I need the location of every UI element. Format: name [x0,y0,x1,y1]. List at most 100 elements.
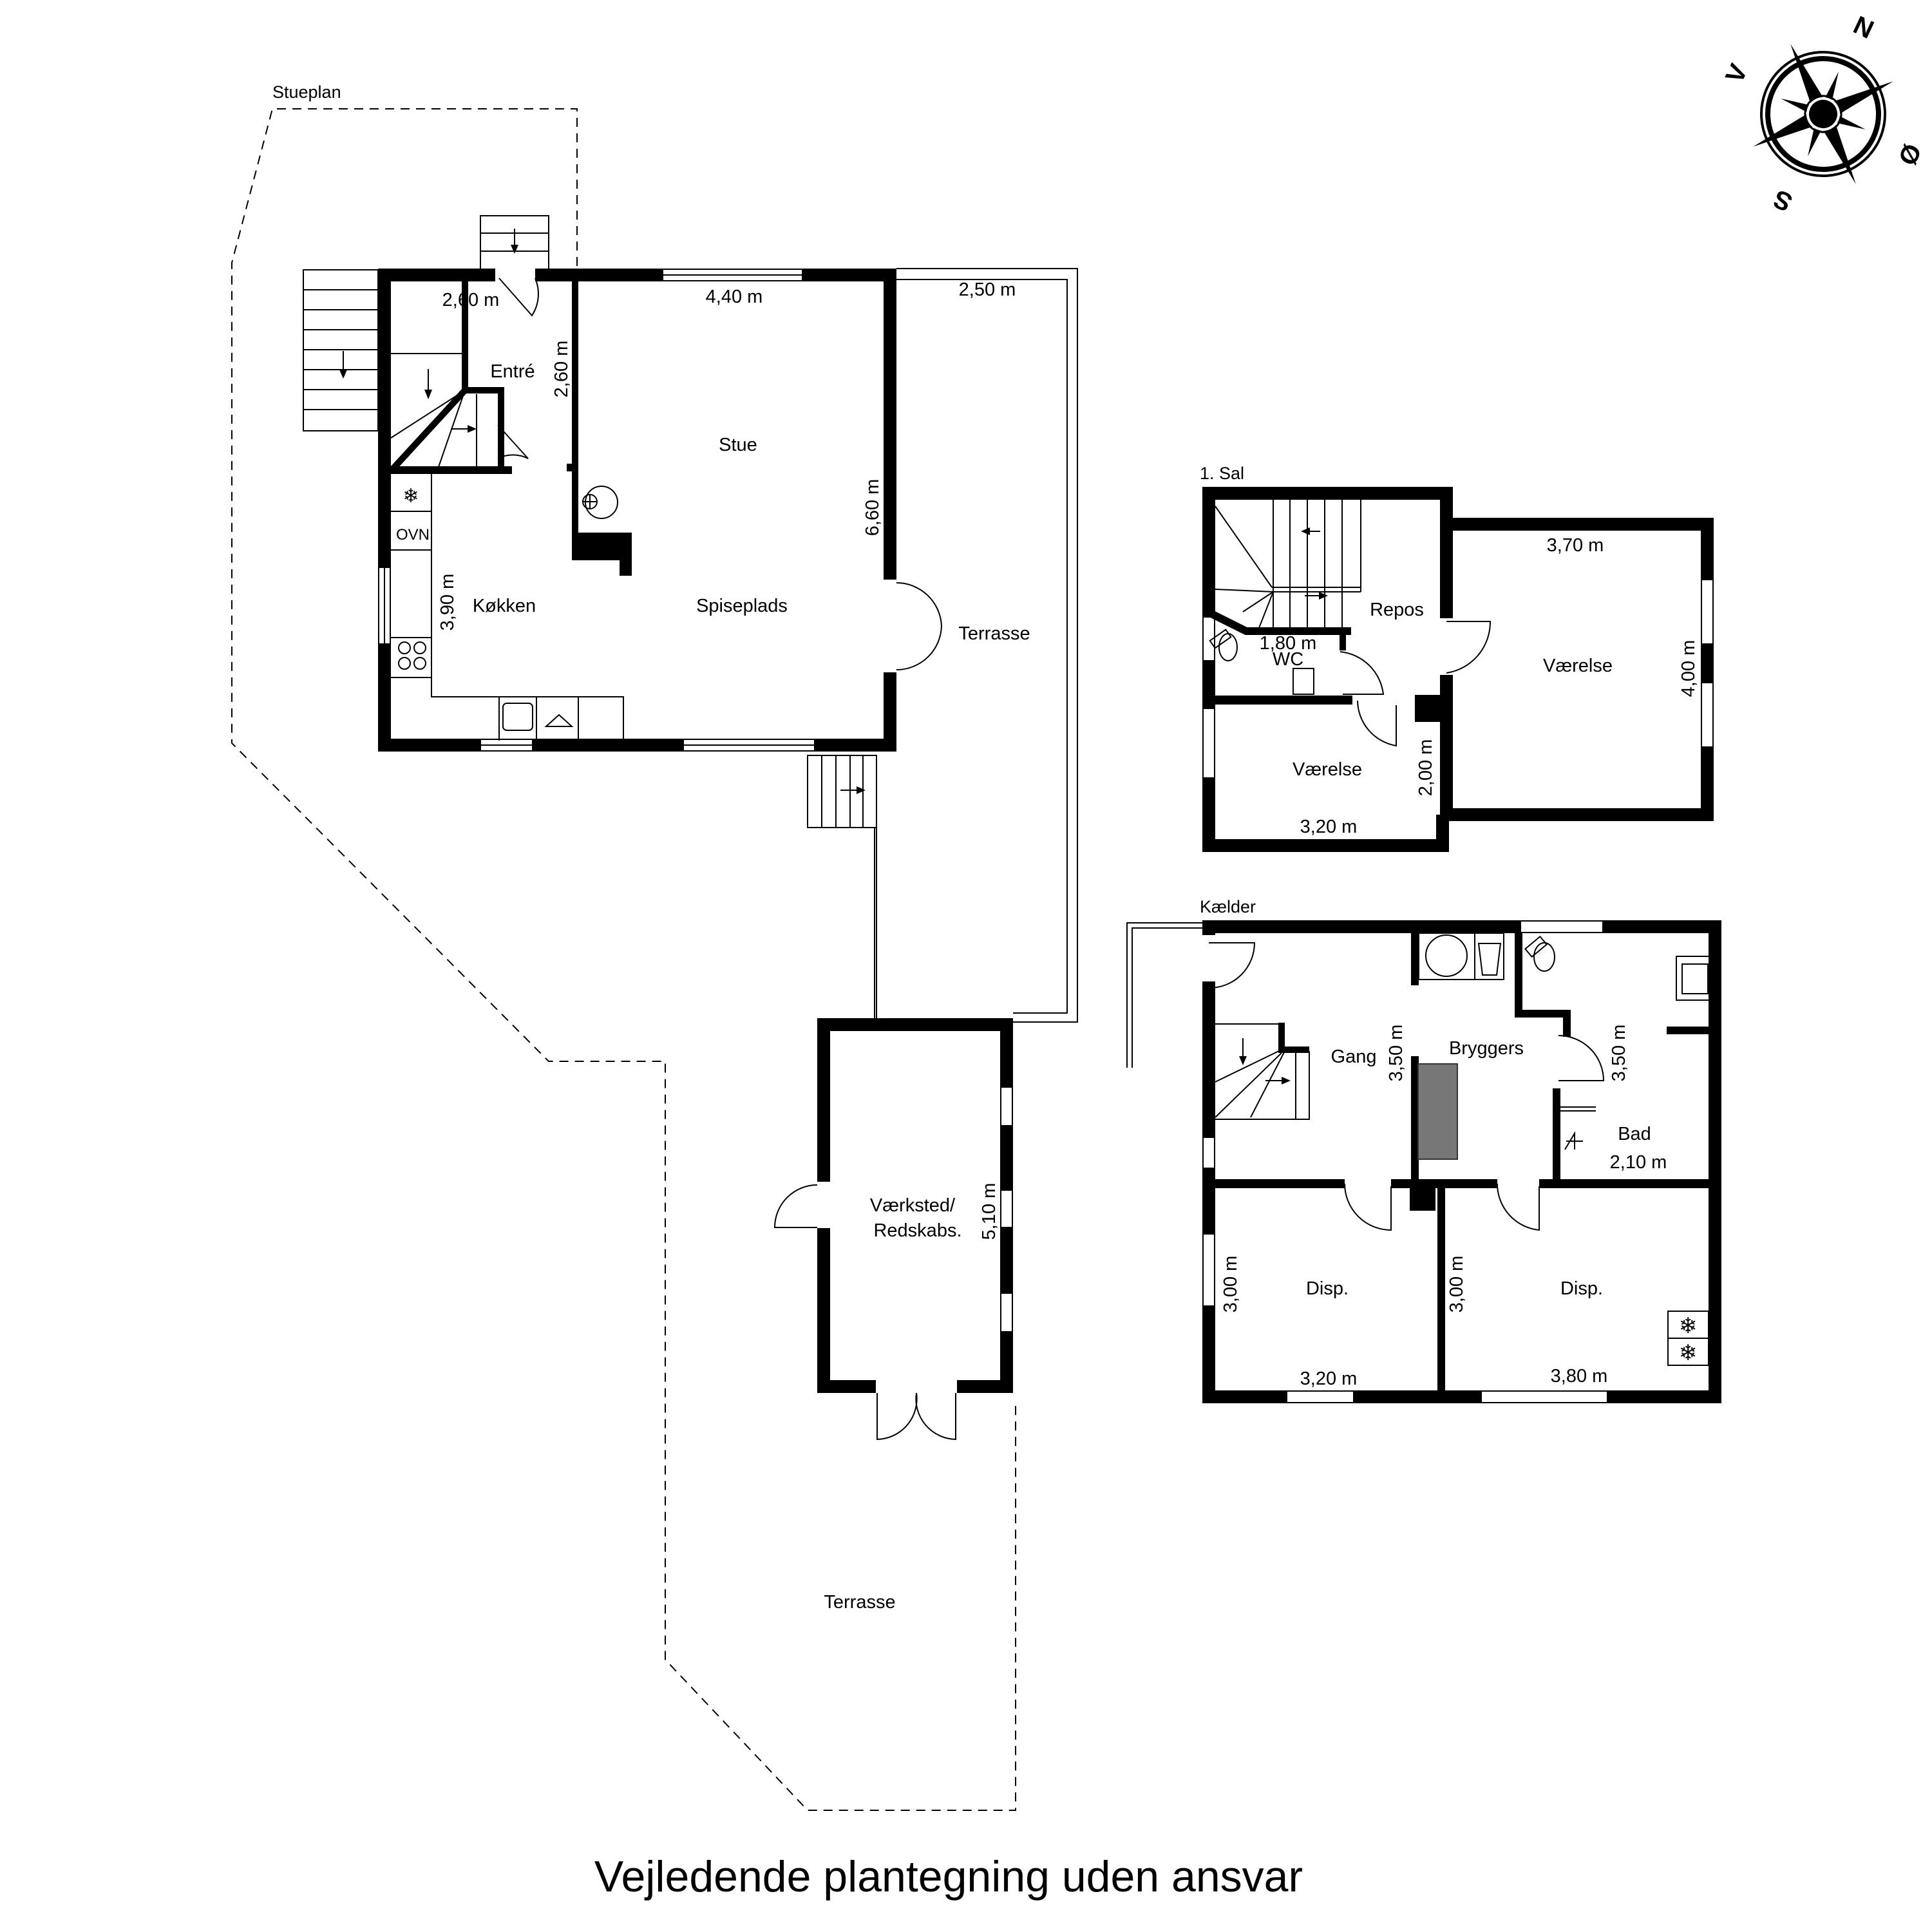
room-label-kokken: Køkken [473,596,536,616]
room-label-entre: Entré [490,361,535,382]
first-floor-plan: 1. Sal Repos [1200,464,1714,852]
bad-door[interactable] [1558,1035,1605,1081]
dim-vaerelse-large-width: 3,70 m [1547,535,1604,556]
chimney [1417,1063,1458,1160]
exterior-stair-north [480,215,549,270]
basement-plan: Kælder [1126,897,1721,1403]
window [1202,616,1215,661]
dim-vaerelse-large-depth: 4,00 m [1678,640,1699,697]
room-label-gang: Gang [1331,1046,1377,1067]
small-vaerelse-door[interactable] [1357,700,1397,747]
window [1202,1137,1215,1169]
room-label-vaerksted: Værksted/ [870,1195,956,1216]
window [1000,1086,1013,1126]
compass-south: S [1769,184,1797,217]
dishwasher-icon [544,714,574,727]
dim-kokken-depth: 3,90 m [437,574,458,631]
basement-stair-well-outline [1126,922,1202,1068]
dim-bad-width: 2,10 m [1610,1152,1667,1173]
terrace-double-door[interactable] [896,582,942,670]
chimney [572,533,632,576]
exterior-walls [1202,487,1453,852]
terrace-door-gap [882,580,898,672]
freezer-snowflake-icon: ❄ [402,485,419,507]
window [1000,1189,1013,1228]
basement-door-gap [1202,935,1216,981]
exterior-walls [378,269,896,752]
room-label-redskabs: Redskabs. [873,1220,961,1241]
workshop-double-door-gap [876,1379,957,1394]
disp-right-door[interactable] [1496,1183,1540,1231]
sink-icon [502,703,533,731]
room-label-vaerelse-small: Værelse [1293,759,1362,780]
basement-entrance-door[interactable] [1208,942,1256,989]
basement-title: Kælder [1200,897,1256,916]
disp-left-door[interactable] [1344,1183,1392,1231]
oven-label: OVN [396,526,430,544]
main-house: ❄ OVN [378,268,942,752]
dim-entre-depth: 2,60 m [551,341,572,398]
plot-boundary [231,108,1016,1811]
ground-floor-title: Stueplan [272,82,341,102]
wc-toilet-icon [1209,629,1238,661]
closet-door[interactable] [497,424,529,459]
freezer-snowflake-icon: ❄ [1679,1313,1698,1339]
kitchen-counter: ❄ OVN [391,471,624,741]
bad-sink-icon [1676,956,1713,1001]
stair-wall [462,281,504,470]
workshop [773,1018,1013,1441]
window [1481,1390,1608,1403]
washing-machine-icon [1418,933,1475,980]
workshop-double-door[interactable] [876,1392,956,1441]
dim-entre-width: 2,60 m [442,290,500,310]
dim-vaerelse-small-depth: 2,00 m [1416,739,1436,797]
dim-stue-depth: 6,60 m [862,479,883,536]
chimney [1415,695,1441,722]
window [1701,579,1714,645]
disclaimer-footer: Vejledende plantegning uden ansvar [594,1852,1303,1901]
ground-floor-plan: Stueplan [231,82,1078,1811]
room-label-stue: Stue [719,435,757,455]
stove-burners-icon [398,641,426,670]
window [1520,920,1604,933]
compass-east: Ø [1893,139,1927,169]
compass-west: V [1720,60,1753,88]
room-label-disp-right: Disp. [1560,1278,1603,1299]
dim-stue-width: 4,40 m [706,287,763,307]
room-label-spiseplads: Spiseplads [696,596,788,616]
workshop-side-door[interactable] [773,1184,818,1228]
basement-staircase [1215,1023,1310,1120]
wc-door[interactable] [1340,651,1385,695]
wc-sink-icon [1293,668,1314,695]
dim-terrasse-width: 2,50 m [959,279,1016,300]
entrance-door[interactable] [498,278,539,317]
shower-icon [1564,1131,1583,1150]
laundry-tub-icon [1474,933,1504,980]
window [1202,1233,1215,1307]
room-label-bryggers: Bryggers [1449,1038,1524,1059]
dim-disp-right-depth: 3,00 m [1446,1256,1467,1313]
dim-gang-depth: 3,50 m [1386,1025,1406,1082]
room-label-repos: Repos [1370,600,1424,620]
wood-stove-icon [582,486,618,519]
door-gap [1440,618,1454,675]
dim-wc-width: 1,80 m [1260,633,1317,654]
window [1202,708,1215,779]
room-label-vaerelse-large: Værelse [1543,656,1613,676]
dim-vaerelse-small-width: 3,20 m [1300,817,1358,837]
dim-disp-left-width: 3,20 m [1300,1368,1358,1389]
vaerelse-door[interactable] [1446,621,1492,674]
window [1286,1390,1354,1403]
dim-disp-right-width: 3,80 m [1551,1366,1608,1387]
freezer-snowflake-icon: ❄ [1679,1340,1698,1366]
chimney-base [1410,1184,1435,1211]
compass-north: N [1849,11,1878,44]
room-label-bad: Bad [1618,1124,1651,1144]
dim-disp-left-depth: 3,00 m [1220,1256,1241,1313]
dim-vaerksted-depth: 5,10 m [979,1183,999,1240]
compass-rose-icon: N V S Ø [1720,11,1927,217]
workshop-side-door-gap [817,1182,831,1228]
room-label-wc: WC [1273,649,1303,670]
exterior-stair-south [807,755,877,828]
room-label-terrasse-south: Terrasse [824,1592,895,1613]
